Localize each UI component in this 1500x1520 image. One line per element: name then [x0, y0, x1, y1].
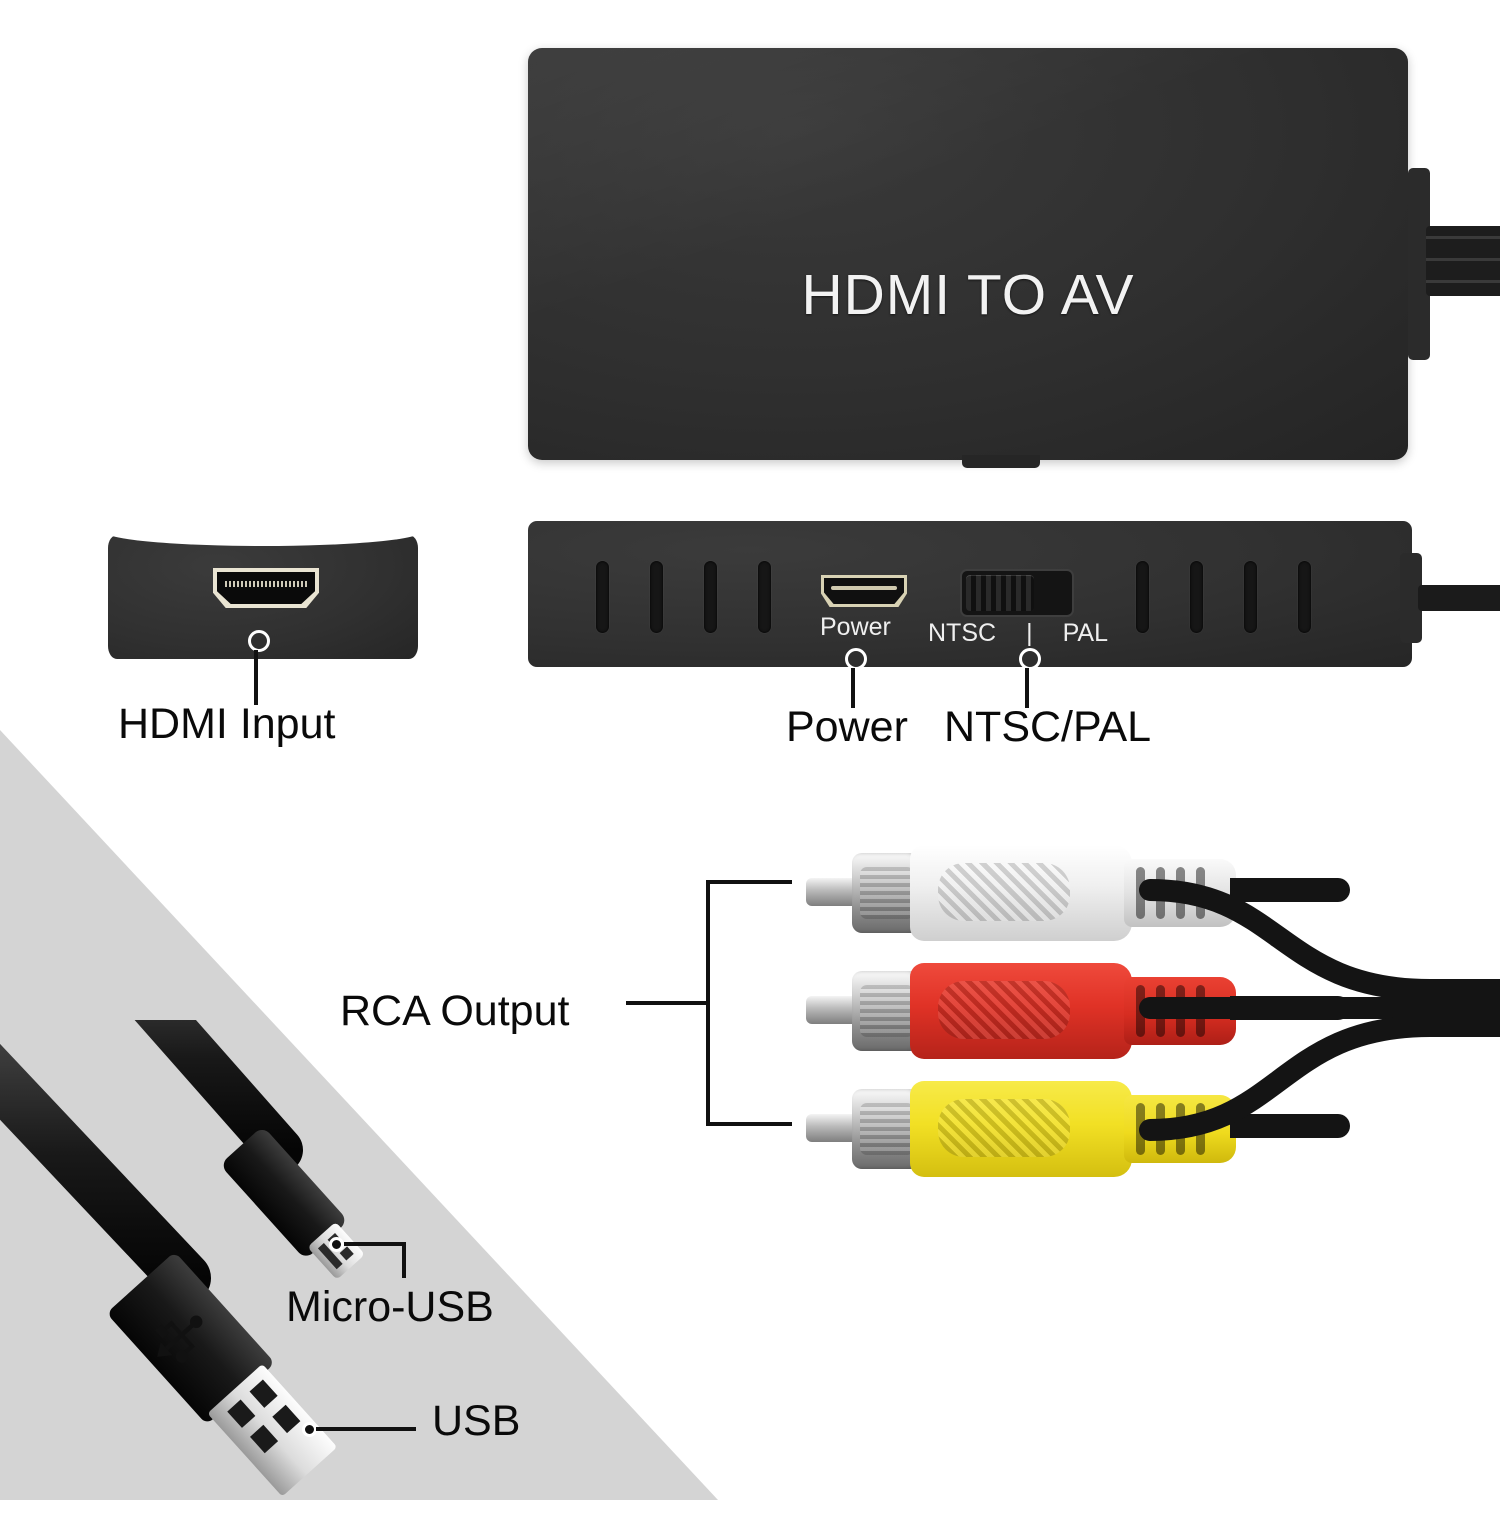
vent-slot: [1190, 561, 1203, 633]
hdmi-port-icon: [213, 568, 319, 608]
ntsc-pal-switch[interactable]: [960, 569, 1074, 617]
vent-slot: [1136, 561, 1149, 633]
vent-slot: [704, 561, 717, 633]
device-top-cable-stub: [1426, 226, 1500, 296]
rca-wire: [1230, 878, 1350, 902]
device-label: HDMI TO AV: [801, 263, 1135, 327]
rca-body: [910, 963, 1132, 1059]
vent-slot: [1298, 561, 1311, 633]
rca-wire: [1230, 1114, 1350, 1138]
vent-slot: [650, 561, 663, 633]
usb-cable-illustration: [0, 1020, 363, 1495]
switch-caption-pal: PAL: [1062, 619, 1108, 647]
rca-collar: [852, 971, 920, 1051]
rca-collar: [852, 853, 920, 933]
power-micro-usb-port: [821, 575, 907, 607]
callout-label-ntsc-pal: NTSC/PAL: [944, 703, 1152, 751]
device-rear-panel: Power NTSC | PAL: [528, 521, 1412, 667]
rear-panel-side-tab: [1400, 553, 1422, 643]
rca-body: [910, 845, 1132, 941]
callout-label-hdmi-input: HDMI Input: [118, 700, 336, 748]
device-front-notch: [962, 455, 1040, 468]
rca-cable-bundle: [1139, 879, 1500, 1141]
switch-caption-row: NTSC | PAL: [928, 619, 1108, 648]
ntsc-pal-leader-line: [1025, 668, 1029, 708]
rca-connector-yellow: [806, 1081, 1354, 1177]
ntsc-pal-callout-dot: [1019, 648, 1041, 670]
hdmi-input-module: [106, 532, 420, 659]
power-leader-line: [851, 668, 855, 708]
rear-panel-cable-stub: [1418, 585, 1500, 611]
device-side-tab: [1408, 168, 1430, 360]
switch-caption-divider: |: [1026, 619, 1033, 647]
usb-callout-dot: [302, 1422, 317, 1437]
switch-slider[interactable]: [966, 575, 1034, 611]
callout-label-usb: USB: [432, 1397, 521, 1445]
rca-output-bracket: [626, 880, 792, 1126]
power-port-caption: Power: [820, 613, 891, 641]
micro-usb-leader-line-h: [344, 1242, 406, 1246]
usb-leader-line: [316, 1427, 416, 1431]
micro-usb-leader-line-v: [402, 1242, 406, 1278]
rca-collar: [852, 1089, 920, 1169]
vent-slot: [1244, 561, 1257, 633]
power-callout-dot: [845, 648, 867, 670]
device-front-face: HDMI TO AV: [528, 48, 1408, 460]
vent-slot: [758, 561, 771, 633]
hdmi-input-leader-line: [254, 650, 258, 705]
callout-label-rca-output: RCA Output: [340, 987, 570, 1035]
callout-label-power: Power: [786, 703, 908, 751]
callout-label-micro-usb: Micro-USB: [286, 1283, 494, 1331]
micro-usb-callout-dot: [329, 1237, 344, 1252]
rca-body: [910, 1081, 1132, 1177]
hdmi-input-callout-dot: [248, 630, 270, 652]
switch-caption-ntsc: NTSC: [928, 619, 997, 647]
vent-slot: [596, 561, 609, 633]
